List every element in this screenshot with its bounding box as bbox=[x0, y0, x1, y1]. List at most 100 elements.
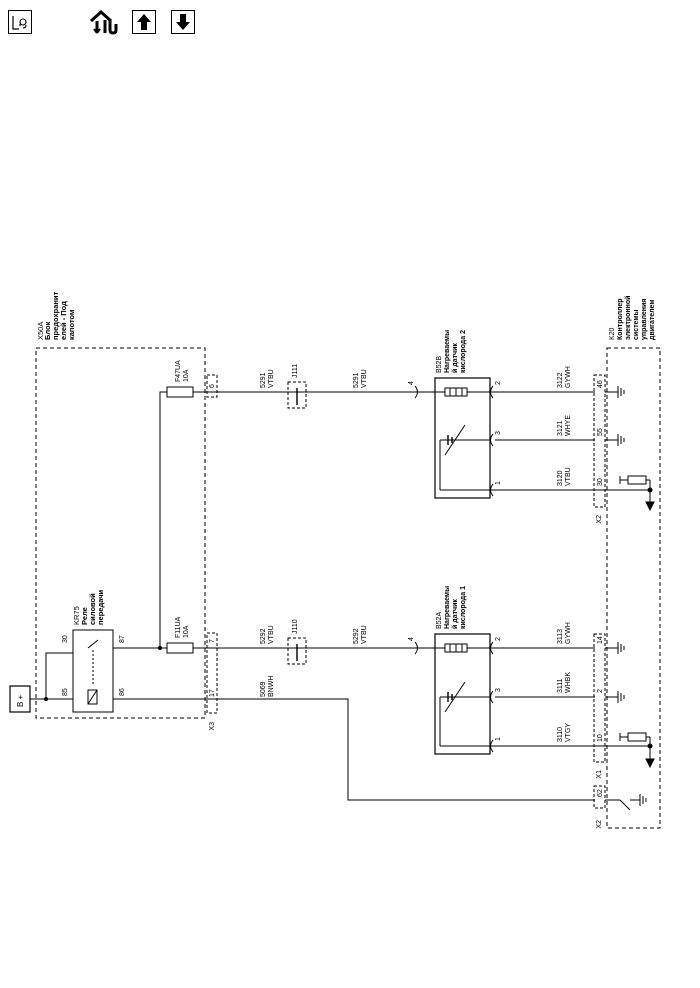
relay-pin-labels: 30 85 87 86 bbox=[62, 635, 126, 696]
fuse-f47ua-rating: 10A bbox=[183, 369, 190, 382]
svg-text:3113: 3113 bbox=[557, 629, 564, 644]
sensor-b52b-label: B52B Нагреваемы й датчик кислорода 2 bbox=[436, 330, 467, 373]
svg-text:86: 86 bbox=[119, 688, 126, 696]
splice-j110-label: J110 bbox=[292, 619, 299, 634]
svg-text:5069: 5069 bbox=[260, 681, 267, 697]
svg-text:Реле: Реле bbox=[80, 607, 89, 625]
ecm-reference-circuit-lower bbox=[605, 732, 655, 769]
svg-text:3110: 3110 bbox=[557, 727, 564, 742]
ecm-label: K20 Контроллер электронной системы управ… bbox=[609, 296, 656, 340]
connector-view-button[interactable] bbox=[88, 8, 122, 36]
svg-text:3121: 3121 bbox=[557, 420, 564, 436]
wire-5069 bbox=[113, 698, 595, 801]
relay-box bbox=[72, 629, 114, 713]
svg-text:силовой: силовой bbox=[88, 593, 97, 625]
svg-text:GYWH: GYWH bbox=[565, 366, 572, 388]
previous-page-button[interactable] bbox=[132, 10, 156, 34]
svg-text:3111: 3111 bbox=[557, 678, 564, 693]
svg-text:X2: X2 bbox=[596, 820, 603, 829]
relay-coil-pin: 17 bbox=[209, 689, 216, 697]
svg-text:4: 4 bbox=[408, 381, 415, 385]
next-page-button[interactable] bbox=[171, 10, 195, 34]
relay-label: KR75 Реле силовой передачи bbox=[72, 589, 105, 625]
svg-text:B52B: B52B bbox=[436, 356, 443, 373]
ecm-pin-labels: 46 55 30 14 2 10 62 bbox=[597, 380, 604, 797]
svg-text:10: 10 bbox=[597, 734, 604, 742]
svg-text:30: 30 bbox=[62, 635, 69, 643]
svg-text:46: 46 bbox=[597, 380, 604, 388]
sensor-b52a-pins: 4 2 3 1 bbox=[408, 637, 502, 741]
svg-text:87: 87 bbox=[119, 635, 126, 643]
home-connectors-icon bbox=[89, 9, 118, 35]
svg-text:Блок: Блок bbox=[43, 321, 52, 340]
svg-text:Нагреваемы: Нагреваемы bbox=[444, 330, 451, 373]
ecm-relay-driver bbox=[605, 794, 647, 811]
svg-text:62: 62 bbox=[597, 789, 604, 797]
location-button[interactable] bbox=[8, 10, 32, 34]
ecm-ground-symbols bbox=[605, 386, 625, 703]
sensor-b52a-wires: 3113 GYWH 3111 WHBK 3110 VTGY bbox=[557, 622, 572, 742]
svg-text:X2: X2 bbox=[596, 515, 603, 524]
svg-text:й датчик: й датчик bbox=[451, 599, 459, 629]
svg-text:кислорода 1: кислорода 1 bbox=[460, 586, 467, 629]
svg-text:3: 3 bbox=[495, 688, 502, 692]
svg-text:B52A: B52A bbox=[436, 612, 443, 629]
svg-text:2: 2 bbox=[495, 381, 502, 385]
svg-text:Нагреваемы: Нагреваемы bbox=[444, 586, 451, 629]
relay-feed-wire bbox=[30, 652, 73, 700]
fuse-f11ua-label: F11UA bbox=[175, 616, 182, 638]
svg-text:85: 85 bbox=[62, 688, 69, 696]
fuse-block-frame bbox=[35, 347, 206, 719]
svg-text:электронной: электронной bbox=[624, 296, 632, 340]
svg-text:VTGY: VTGY bbox=[565, 723, 572, 742]
arrow-down-icon bbox=[176, 14, 190, 30]
svg-text:BNWH: BNWH bbox=[268, 676, 275, 697]
svg-text:WHYE: WHYE bbox=[565, 415, 572, 436]
fuse-block-connector-lower bbox=[206, 632, 218, 714]
svg-text:5291: 5291 bbox=[353, 372, 360, 388]
svg-text:елей - Под: елей - Под bbox=[59, 301, 68, 340]
fuse-f11ua-rating: 10A bbox=[183, 625, 190, 638]
svg-text:KR75: KR75 bbox=[72, 606, 81, 625]
svg-text:30: 30 bbox=[597, 478, 604, 486]
svg-text:5291: 5291 bbox=[260, 372, 267, 388]
svg-text:VTBU: VTBU bbox=[361, 625, 368, 644]
sensor-b52a-label: B52A Нагреваемы й датчик кислорода 1 bbox=[436, 586, 467, 629]
ecm-connector-x2-upper bbox=[593, 374, 606, 508]
svg-text:1: 1 bbox=[495, 737, 502, 741]
svg-text:GYWH: GYWH bbox=[565, 622, 572, 644]
fuse-f11ua-pin: 7 bbox=[209, 639, 216, 643]
svg-text:VTBU: VTBU bbox=[361, 369, 368, 388]
fuse-block-label: X50A Блок предохранит елей - Под капотом bbox=[36, 291, 76, 340]
fuse-f11ua bbox=[166, 642, 194, 654]
svg-text:VTBU: VTBU bbox=[268, 625, 275, 644]
svg-text:й датчик: й датчик bbox=[451, 343, 459, 373]
ecm-frame bbox=[606, 347, 661, 829]
svg-text:VTBU: VTBU bbox=[268, 369, 275, 388]
svg-text:5292: 5292 bbox=[353, 628, 360, 644]
power-source-label: B + bbox=[16, 694, 25, 707]
fuse-block-connector-label: X3 bbox=[209, 722, 216, 731]
ecm-connector-x2-lower bbox=[593, 785, 606, 809]
relay-coil bbox=[87, 689, 98, 705]
relay-switch-contact bbox=[87, 639, 99, 649]
splice-j111-label: J111 bbox=[292, 364, 299, 378]
arrow-up-icon bbox=[137, 14, 151, 30]
fuse-f47ua bbox=[166, 386, 194, 398]
svg-text:WHBK: WHBK bbox=[565, 672, 572, 693]
svg-text:двигателем: двигателем bbox=[649, 299, 656, 340]
fuse-f47ua-pin: 6 bbox=[209, 384, 216, 388]
svg-text:кислорода 2: кислорода 2 bbox=[460, 330, 467, 373]
ecm-reference-circuit-upper bbox=[605, 475, 655, 512]
svg-text:Контроллер: Контроллер bbox=[617, 298, 624, 340]
svg-text:предохранит: предохранит bbox=[51, 291, 60, 340]
sensor-b52b bbox=[434, 377, 491, 499]
svg-text:4: 4 bbox=[408, 637, 415, 641]
svg-text:VTBU: VTBU bbox=[565, 467, 572, 486]
svg-text:5292: 5292 bbox=[260, 628, 267, 644]
sensor-b52b-pins: 4 2 3 1 bbox=[408, 381, 502, 485]
svg-text:2: 2 bbox=[495, 637, 502, 641]
svg-text:X50A: X50A bbox=[36, 322, 45, 340]
svg-text:управления: управления bbox=[641, 299, 648, 340]
svg-text:передачи: передачи bbox=[96, 589, 105, 625]
